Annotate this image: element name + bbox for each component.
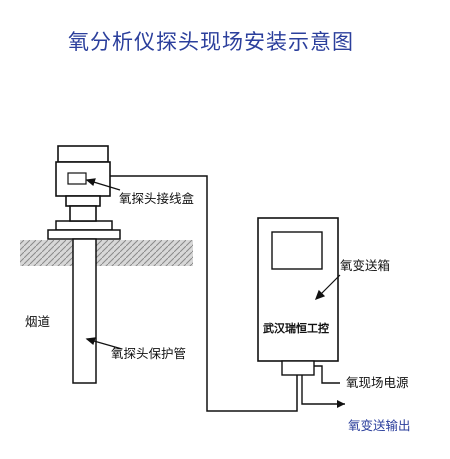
junction-box-label: 氧探头接线盒	[119, 191, 195, 206]
flue-label: 烟道	[25, 314, 51, 329]
probe-tube	[72, 238, 97, 384]
junction-box-leader-arrow	[85, 178, 96, 187]
mounting-flange	[47, 220, 121, 240]
protection-tube-label: 氧探头保护管	[111, 346, 186, 361]
brand-label: 武汉瑞恒工控	[263, 321, 329, 335]
output-label: 氧变送输出	[348, 418, 411, 433]
junction-box	[55, 145, 111, 222]
power-lead	[314, 365, 340, 384]
junction-box-window	[67, 172, 87, 185]
signal-cable	[110, 175, 298, 412]
output-lead	[301, 375, 345, 405]
transmitter-box-label: 氧变送箱	[340, 258, 390, 273]
diagram-title: 氧分析仪探头现场安装示意图	[68, 30, 354, 54]
output-arrow	[337, 400, 345, 408]
tube-leader-arrow	[85, 337, 96, 346]
transmitter-leader-arrow	[314, 289, 326, 301]
power-label: 氧现场电源	[346, 375, 409, 390]
transmitter-display	[271, 231, 323, 270]
flue-wall	[20, 240, 193, 266]
transmitter-cable-gland	[281, 360, 315, 376]
